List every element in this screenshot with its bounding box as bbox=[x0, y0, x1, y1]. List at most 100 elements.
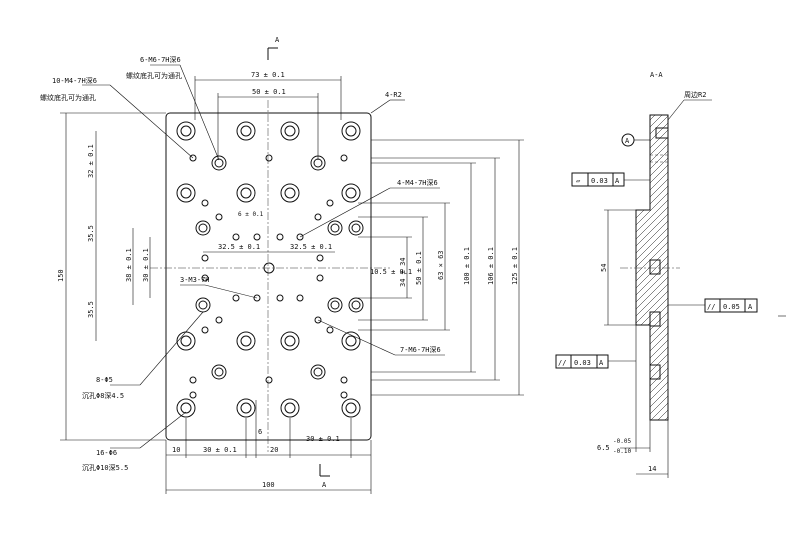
svg-text:-0.10: -0.10 bbox=[613, 448, 631, 455]
counterbore-hole bbox=[341, 331, 361, 351]
callout-edge: 周边R2 bbox=[667, 90, 712, 121]
svg-text:7-M6-7H深6: 7-M6-7H深6 bbox=[400, 345, 441, 354]
tapped-hole bbox=[232, 233, 240, 241]
svg-text:沉孔Φ10深5.5: 沉孔Φ10深5.5 bbox=[82, 463, 128, 472]
svg-text:50 ± 0.1: 50 ± 0.1 bbox=[252, 88, 286, 96]
tapped-hole bbox=[316, 254, 324, 262]
tapped-hole bbox=[316, 274, 324, 282]
hatch-line bbox=[636, 390, 668, 420]
hatch-line bbox=[630, 20, 680, 70]
dimension-38: 38 ± 0.1 bbox=[125, 248, 133, 282]
hatch-line bbox=[636, 115, 668, 162]
svg-text:10-M4-7H深6: 10-M4-7H深6 bbox=[52, 76, 97, 85]
svg-text:-0.05: -0.05 bbox=[613, 438, 631, 445]
hatch-line bbox=[636, 187, 668, 239]
tapped-hole bbox=[340, 376, 348, 384]
counterbore-hole bbox=[236, 331, 256, 351]
counterbore-hole-small bbox=[195, 220, 211, 236]
counterbore-hole bbox=[176, 121, 196, 141]
hatch-line bbox=[636, 257, 668, 309]
hatch-line bbox=[636, 208, 668, 260]
hatch-line bbox=[636, 159, 668, 211]
dimension-35-5-bottom: 35.5 bbox=[87, 301, 95, 318]
svg-text:3-M3-7H: 3-M3-7H bbox=[180, 276, 210, 284]
dimension-30-right: 30 ± 0.1 bbox=[306, 435, 340, 443]
counterbore-hole bbox=[341, 183, 361, 203]
dimension-32-5-left: 32.5 ± 0.1 bbox=[203, 243, 268, 253]
dimension-10-5: 10.5 ± 0.1 bbox=[370, 268, 412, 276]
svg-text:▱: ▱ bbox=[576, 177, 581, 185]
hatch-line bbox=[636, 397, 668, 420]
dimension-14: 14 bbox=[636, 420, 669, 478]
tapped-hole bbox=[189, 154, 197, 162]
tapped-hole bbox=[314, 213, 322, 221]
hatch-line bbox=[636, 222, 668, 274]
counterbore-hole bbox=[280, 398, 300, 418]
hatch-line bbox=[636, 117, 668, 169]
counterbore-hole bbox=[341, 121, 361, 141]
counterbore-hole bbox=[236, 398, 256, 418]
dimension-54: 54 bbox=[600, 209, 636, 326]
hatch-line bbox=[636, 236, 668, 288]
tapped-hole bbox=[201, 254, 209, 262]
tapped-hole bbox=[296, 294, 304, 302]
hatch-line bbox=[636, 115, 668, 127]
svg-text:0.05: 0.05 bbox=[723, 303, 740, 311]
counterbore-hole bbox=[280, 183, 300, 203]
hatch-line bbox=[636, 250, 668, 302]
dimension-35-5-top: 35.5 bbox=[87, 225, 95, 242]
dimension-32-5-right: 32.5 ± 0.1 bbox=[268, 243, 335, 253]
tapped-hole bbox=[326, 326, 334, 334]
callout-phi6: 16-Φ6 沉孔Φ10深5.5 bbox=[82, 411, 187, 472]
svg-text:8-Φ5: 8-Φ5 bbox=[96, 376, 113, 384]
svg-text:0.03: 0.03 bbox=[574, 359, 591, 367]
tapped-hole bbox=[314, 316, 322, 324]
hatch-line bbox=[636, 115, 668, 134]
dimension-20: 20 bbox=[270, 446, 278, 454]
counterbore-hole-small bbox=[327, 297, 343, 313]
dimension-50: 50 ± 0.1 bbox=[217, 88, 319, 160]
svg-text:A: A bbox=[615, 177, 620, 185]
section-mark-bottom: A bbox=[319, 464, 330, 489]
svg-text:16-Φ6: 16-Φ6 bbox=[96, 449, 117, 457]
section-title: A-A bbox=[650, 71, 663, 79]
counterbore-hole-small bbox=[195, 297, 211, 313]
hatch-line bbox=[636, 180, 668, 232]
bottom-dimensions: 10 30 ± 0.1 6 20 30 ± 0.1 100 bbox=[165, 400, 372, 494]
section-view: A-A (function(){ var g = document.curren… bbox=[555, 20, 786, 478]
dimension-100: 100 bbox=[262, 481, 275, 489]
parallel-frame-right: // 0.05 A bbox=[668, 298, 758, 313]
hatch-line bbox=[636, 383, 668, 420]
tapped-hole bbox=[296, 233, 304, 241]
counterbore-hole bbox=[341, 398, 361, 418]
dimension-73: 73 ± 0.1 bbox=[194, 71, 342, 120]
hatch-line bbox=[636, 131, 668, 183]
svg-text:沉孔Φ8深4.5: 沉孔Φ8深4.5 bbox=[82, 391, 124, 400]
tapped-hole bbox=[340, 154, 348, 162]
svg-text:32.5 ± 0.1: 32.5 ± 0.1 bbox=[218, 243, 260, 251]
hatch-line bbox=[636, 243, 668, 295]
flatness-frame: ▱ 0.03 A bbox=[571, 172, 650, 187]
right-dimensions: 125 ± 0.1 106 ± 0.1 100 ± 0.1 63 × 63 50… bbox=[358, 139, 524, 396]
dimension-6-bottom: 6 bbox=[258, 428, 262, 436]
hatch-line bbox=[636, 229, 668, 281]
tapped-holes bbox=[189, 154, 348, 399]
hatch-line bbox=[636, 355, 668, 407]
section-hole bbox=[649, 311, 661, 327]
dimension-150: 150 bbox=[57, 269, 65, 282]
svg-text:A: A bbox=[275, 36, 280, 44]
counterbore-hole bbox=[236, 183, 256, 203]
tapped-hole bbox=[201, 274, 209, 282]
hatch-line bbox=[630, 41, 680, 91]
dimension-32: 32 ± 0.1 bbox=[87, 144, 95, 178]
hatch-line bbox=[636, 124, 668, 176]
hatch-line bbox=[636, 152, 668, 204]
hatch-line bbox=[630, 55, 680, 105]
hatch-line bbox=[636, 348, 668, 400]
tapped-hole bbox=[201, 199, 209, 207]
front-view: A A bbox=[40, 36, 524, 494]
counterbore-hole-small bbox=[348, 297, 364, 313]
hatch-line bbox=[636, 194, 668, 246]
left-dimensions: 150 32 ± 0.1 35.5 35.5 38 ± 0.1 30 ± 0.1 bbox=[57, 112, 166, 441]
